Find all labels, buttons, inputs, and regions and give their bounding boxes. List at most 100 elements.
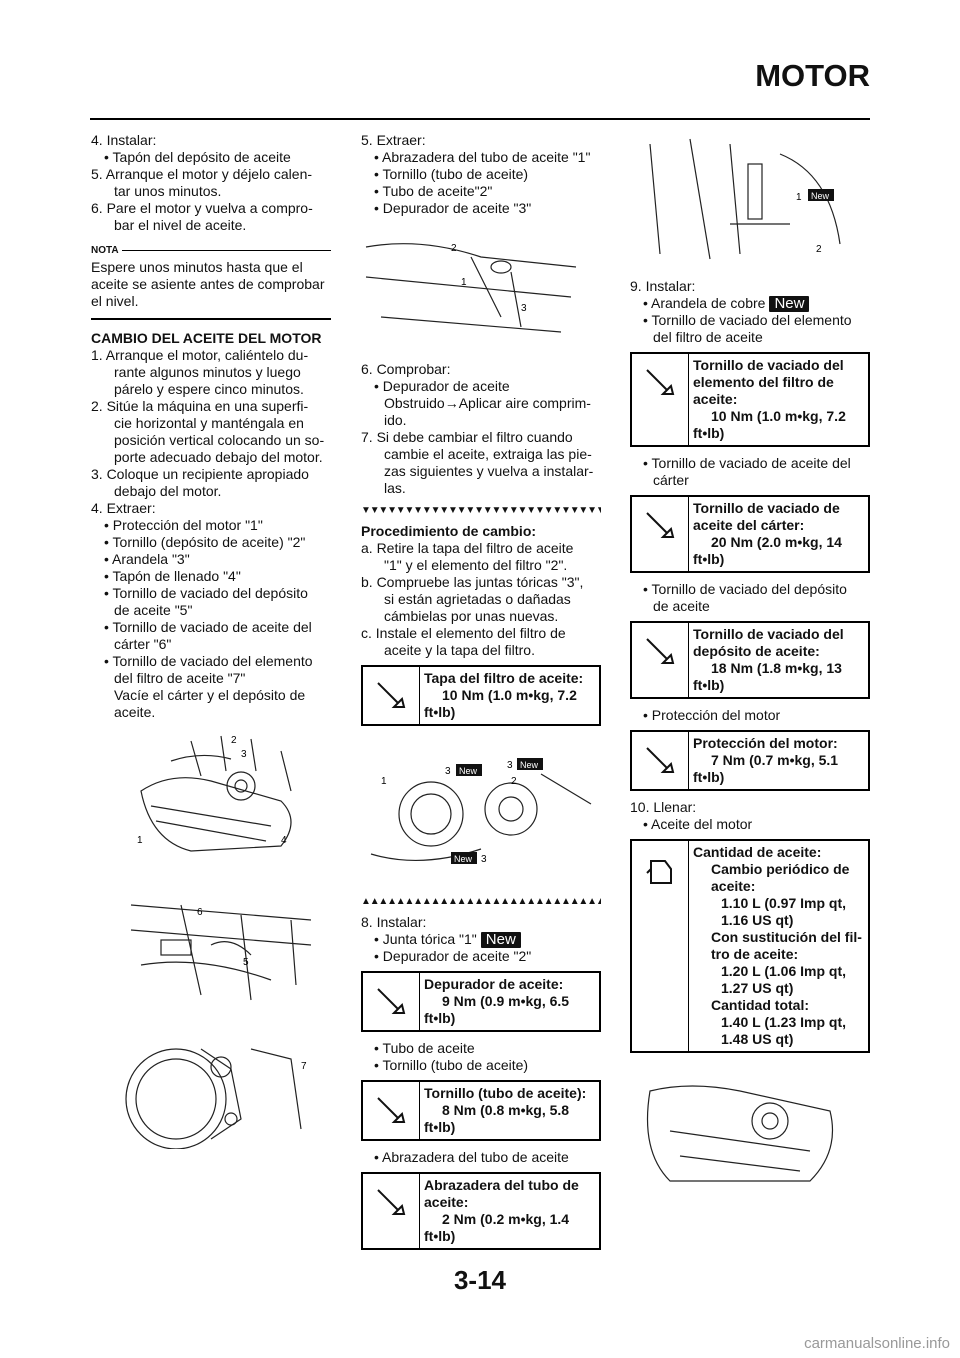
step-text: 1. Arranque el motor, caliéntelo du- <box>91 347 309 363</box>
bullet-text: • Tubo de aceite <box>374 1040 475 1056</box>
callout-7: 7 <box>301 1061 307 1072</box>
callout-4: 4 <box>281 835 287 846</box>
callout-1: 1 <box>796 192 802 203</box>
bullet-text: • Tornillo de vaciado de aceite del <box>643 455 851 471</box>
drain-bolt-illustration: 6 5 <box>130 904 312 1001</box>
step-text: bar el nivel de aceite. <box>114 217 247 233</box>
step-text: posición vertical colocando un so- <box>114 432 325 448</box>
step-text: 4. Instalar: <box>91 132 157 148</box>
column-2: 5. Extraer: • Abrazadera del tubo de ace… <box>361 132 601 1258</box>
step-text: c. Instale el elemento del filtro de <box>361 625 566 641</box>
bullet-text: • Junta tórica "1"New <box>361 931 601 948</box>
callout-3: 3 <box>241 749 247 760</box>
bullet-text: de aceite "5" <box>114 602 193 618</box>
bullet-text: • Abrazadera del tubo de aceite "1" <box>374 149 591 165</box>
column-3: New 1 2 9. Instalar: • Arandela de cobre… <box>630 132 870 1205</box>
oil-can-icon <box>632 841 689 1051</box>
wrench-icon <box>363 667 420 724</box>
callout-3: 3 <box>521 303 527 314</box>
bullet-text: • Tapón de llenado "4" <box>104 568 241 584</box>
wrench-icon <box>363 1082 420 1139</box>
wrench-icon <box>363 1174 420 1248</box>
step-text: 6. Pare el motor y vuelva a compro- <box>91 200 313 216</box>
step-text: porte adecuado debajo del motor. <box>114 449 323 465</box>
bullet-text: • Tornillo (tubo de aceite) <box>374 1057 529 1073</box>
bullet-text: del filtro de aceite "7" <box>114 670 246 686</box>
callout-1: 1 <box>381 776 387 787</box>
step-text: 2. Sitúe la máquina en una superfi- <box>91 398 309 414</box>
bullet-text: Obstruido→Aplicar aire comprim- <box>384 395 591 411</box>
page-title: MOTOR <box>755 58 870 93</box>
oil-strainer-illustration: 2 1 3 <box>365 243 577 333</box>
section-heading: CAMBIO DEL ACEITE DEL MOTOR <box>91 330 322 346</box>
step-text: 5. Extraer: <box>361 132 426 148</box>
oil-quantity-box: Cantidad de aceite: Cambio periódico de … <box>630 839 870 1053</box>
step-text: "1" y el elemento del filtro "2". <box>384 557 568 573</box>
callout-2: 2 <box>816 244 822 255</box>
callout-1: 1 <box>137 835 143 846</box>
bullet-text: • Protección del motor "1" <box>104 517 263 533</box>
wrench-icon <box>632 623 689 697</box>
step-text: zas siguientes y vuelva a instalar- <box>384 463 594 479</box>
step-text: tar unos minutos. <box>114 183 222 199</box>
engine-guard-install-illustration <box>647 1085 834 1182</box>
watermark: carmanualsonline.info <box>804 1335 950 1352</box>
wrench-icon <box>363 973 420 1030</box>
bullet-text: • Depurador de aceite "3" <box>374 200 532 216</box>
step-text: las. <box>384 480 406 496</box>
torque-box: Tornillo de vaciado de aceite del cárter… <box>630 495 870 573</box>
bullet-text: cárter "6" <box>114 636 172 652</box>
new-badge <box>451 852 477 864</box>
note-text: aceite se asiente antes de comprobar <box>91 276 325 292</box>
callout-2: 2 <box>451 243 457 254</box>
filter-drain-illustration: 7 <box>125 1048 307 1150</box>
callout-1: 1 <box>461 277 467 288</box>
callout-3: 3 <box>507 760 513 771</box>
procedure-start-marker: ▼▼▼▼▼▼▼▼▼▼▼▼▼▼▼▼▼▼▼▼▼▼▼▼▼▼▼▼ <box>361 505 601 516</box>
torque-box: Tornillo de vaciado del elemento del fil… <box>630 352 870 447</box>
new-badge <box>456 764 482 776</box>
step-text: 7. Si debe cambiar el filtro cuando <box>361 429 573 445</box>
bullet-text: • Tornillo de vaciado del depósito <box>643 581 847 597</box>
step-text: cie horizontal y manténgala en <box>114 415 304 431</box>
bullet-text: • Protección del motor <box>643 707 781 723</box>
bullet-text: • Tubo de aceite"2" <box>374 183 493 199</box>
callout-2: 2 <box>511 776 517 787</box>
bullet-text: • Aceite del motor <box>643 816 753 832</box>
note-text: el nivel. <box>91 293 139 309</box>
column-1: 4. Instalar: • Tapón del depósito de ace… <box>91 132 331 1163</box>
new-badge: New <box>769 296 810 312</box>
svg-text:New: New <box>520 760 539 770</box>
new-badge <box>808 189 834 201</box>
bullet-text: • Tornillo de vaciado del elemento <box>643 312 852 328</box>
bullet-text: Vacíe el cárter y el depósito de <box>114 687 306 703</box>
step-text: cambie el aceite, extraiga las pie- <box>384 446 592 462</box>
bullet-text: del filtro de aceite <box>653 329 763 345</box>
oil-filter-illustration: New New New 1 3 3 2 3 <box>370 758 592 865</box>
bullet-text: • Tornillo (tubo de aceite) <box>374 166 529 182</box>
page-number: 3-14 <box>453 1265 507 1295</box>
step-text: 4. Extraer: <box>91 500 156 516</box>
step-text: a. Retire la tapa del filtro de aceite <box>361 540 574 556</box>
torque-box: Tornillo de vaciado del depósito de acei… <box>630 621 870 699</box>
callout-3: 3 <box>445 766 451 777</box>
callout-5: 5 <box>243 957 249 968</box>
torque-box: Tornillo (tubo de aceite): 8 Nm (0.8 m•k… <box>361 1080 601 1141</box>
wrench-icon <box>632 497 689 571</box>
step-text: 6. Comprobar: <box>361 361 451 377</box>
step-text: 8. Instalar: <box>361 914 427 930</box>
bullet-text: ido. <box>384 412 407 428</box>
new-badge: New <box>480 932 521 948</box>
step-text: rante algunos minutos y luego <box>114 364 301 380</box>
procedure-heading: Procedimiento de cambio: <box>361 523 537 539</box>
bullet-text: • Tornillo de vaciado del depósito <box>104 585 308 601</box>
svg-text:New: New <box>454 854 473 864</box>
bullet-text: • Tornillo de vaciado del elemento <box>104 653 313 669</box>
step-text: 3. Coloque un recipiente apropiado <box>91 466 309 482</box>
bullet-text: • Tornillo de vaciado de aceite del <box>104 619 312 635</box>
torque-box: Depurador de aceite: 9 Nm (0.9 m•kg, 6.5… <box>361 971 601 1032</box>
callout-3: 3 <box>481 854 487 865</box>
torque-box: Protección del motor: 7 Nm (0.7 m•kg, 5.… <box>630 730 870 791</box>
bullet-text: • Depurador de aceite <box>374 378 510 394</box>
